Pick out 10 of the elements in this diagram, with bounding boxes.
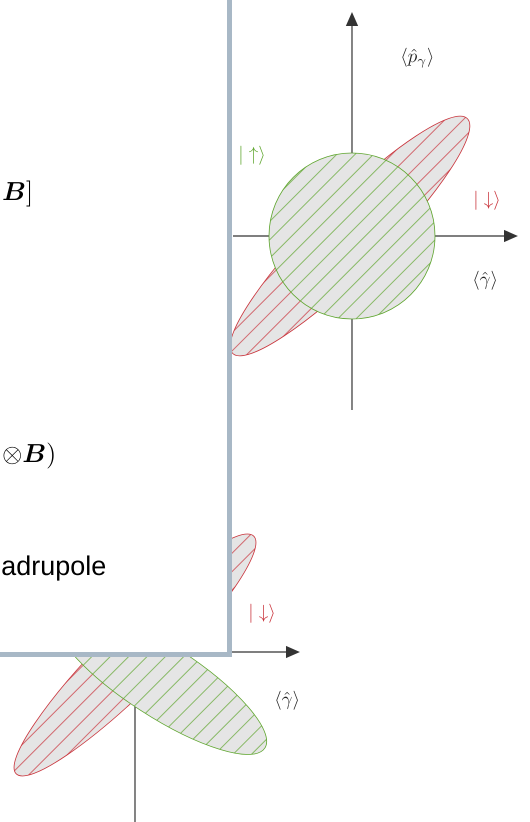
panel-text: adrupole: [2, 555, 106, 581]
axis-label: $\langle\hat{\gamma}\rangle$: [276, 690, 298, 710]
state-label: $|\downarrow\rangle$: [476, 190, 499, 210]
axis-label: $\langle\hat{p}_\gamma\rangle$: [402, 48, 432, 68]
axis-label: $\langle\hat{\gamma}\rangle$: [474, 270, 496, 290]
formula: $\otimes \boldsymbol{B})$: [4, 442, 54, 469]
state-label: $|\uparrow\rangle$: [240, 146, 264, 165]
formula: $\boldsymbol{B}]$: [3, 180, 30, 207]
state-label: $|\downarrow\rangle$: [250, 604, 274, 623]
text-panel: [0, 0, 232, 657]
